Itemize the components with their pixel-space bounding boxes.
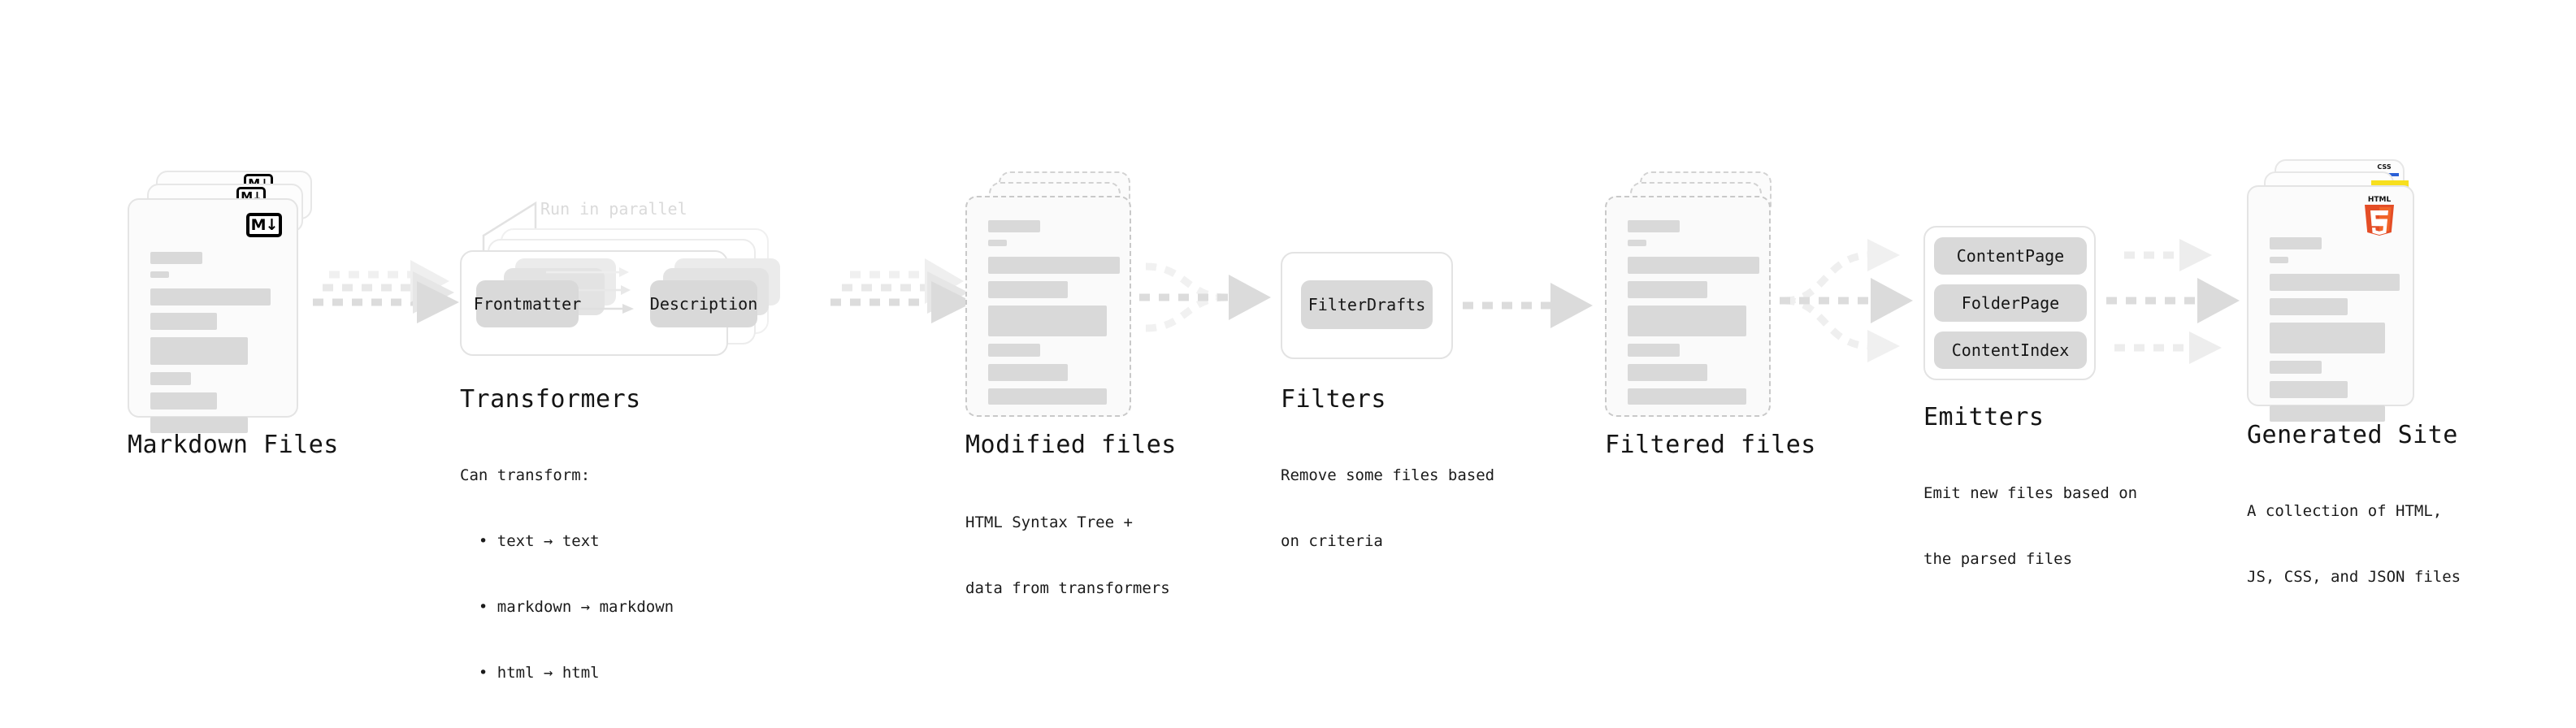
filters-title: Filters (1281, 385, 1386, 414)
content-bar (150, 288, 271, 306)
filtered-card-content (1628, 220, 1759, 412)
modified-files-subtitle: HTML Syntax Tree + data from transformer… (965, 468, 1170, 644)
content-bar (2270, 237, 2322, 249)
content-bar (988, 344, 1040, 357)
content-bar (150, 392, 217, 410)
content-bar (150, 417, 248, 433)
content-bar (150, 313, 217, 330)
emitters-title: Emitters (1923, 403, 2045, 431)
run-in-parallel-bracket (482, 201, 537, 258)
filters-subtitle: Remove some files based on criteria (1281, 421, 1494, 596)
filters-subtitle-line: Remove some files based (1281, 466, 1495, 484)
emitter-chip-contentpage[interactable]: ContentPage (1934, 237, 2087, 275)
content-bar (988, 364, 1068, 381)
emitter-chip-folderpage[interactable]: FolderPage (1934, 284, 2087, 322)
content-bar (988, 281, 1068, 298)
transformers-subtitle-line: • html → html (460, 664, 600, 682)
emitters-subtitle: Emit new files based on the parsed files (1923, 439, 2137, 614)
content-bar (2270, 298, 2348, 315)
content-bar (988, 306, 1107, 336)
connector-modified-to-filters (1139, 262, 1271, 332)
markdown-badge: M↓ (246, 213, 282, 237)
markdown-card-content (150, 252, 275, 440)
markdown-card: M↓ (128, 198, 298, 433)
content-bar (150, 271, 169, 278)
generated-site-subtitle-line: A collection of HTML, (2247, 502, 2443, 520)
html5-icon: HTML (2365, 196, 2394, 236)
svg-text:HTML: HTML (2368, 196, 2392, 204)
connector-transformers-to-modified (830, 258, 974, 323)
filter-chip-filterdrafts[interactable]: FilterDrafts (1301, 280, 1433, 329)
content-bar (1628, 220, 1680, 232)
content-bar (2270, 361, 2322, 374)
content-bar (2270, 405, 2385, 422)
content-bar (1628, 306, 1746, 336)
content-bar (1628, 281, 1707, 298)
filtered-files-title: Filtered files (1605, 431, 1816, 459)
modified-files-subtitle-line: HTML Syntax Tree + (965, 514, 1133, 531)
content-bar (1628, 257, 1759, 274)
content-bar (988, 240, 1007, 246)
transformer-chip-description[interactable]: Description (650, 280, 757, 327)
transformer-chip-frontmatter[interactable]: Frontmatter (474, 280, 581, 327)
pipeline-diagram: M↓ M↓ M↓ Markdown Files (128, 159, 2461, 682)
emitters-subtitle-line: Emit new files based on (1923, 484, 2138, 502)
transformers-subtitle-line: • text → text (460, 532, 600, 550)
generated-site-title: Generated Site (2247, 421, 2458, 449)
connector-filters-to-filtered (1463, 283, 1593, 328)
content-bar (1628, 240, 1646, 246)
content-bar (150, 252, 202, 264)
site-card: HTML (2247, 185, 2414, 422)
transformers-subtitle-line: • markdown → markdown (460, 598, 674, 616)
content-bar (1628, 344, 1680, 357)
emitters-subtitle-line: the parsed files (1923, 550, 2073, 568)
connector-emitters-to-site (2106, 239, 2240, 364)
content-bar (988, 220, 1040, 232)
content-bar (150, 337, 248, 365)
emitter-chip-contentindex[interactable]: ContentIndex (1934, 332, 2087, 369)
transformers-subtitle-line: Can transform: (460, 466, 591, 484)
transformers-title: Transformers (460, 385, 641, 414)
connector-filtered-to-emitters (1780, 239, 1913, 362)
connector-md-to-transformers (313, 260, 459, 323)
content-bar (2270, 274, 2400, 291)
content-bar (2270, 381, 2348, 398)
content-bar (2270, 257, 2288, 263)
generated-site-subtitle: A collection of HTML, JS, CSS, and JSON … (2247, 457, 2461, 632)
site-card-content (2270, 237, 2400, 429)
content-bar (1628, 388, 1746, 405)
modified-card (965, 196, 1131, 417)
generated-site-subtitle-line: JS, CSS, and JSON files (2247, 568, 2461, 586)
content-bar (150, 372, 191, 385)
modified-card-content (988, 220, 1120, 412)
markdown-files-title: Markdown Files (128, 431, 339, 459)
filtered-card (1605, 196, 1771, 417)
content-bar (988, 257, 1120, 274)
transformers-subtitle: Can transform: • text → text • markdown … (460, 421, 674, 728)
modified-files-title: Modified files (965, 431, 1177, 459)
content-bar (988, 388, 1107, 405)
content-bar (1628, 364, 1707, 381)
content-bar (2270, 323, 2385, 353)
run-in-parallel-label: Run in parallel (540, 199, 687, 219)
modified-files-subtitle-line: data from transformers (965, 579, 1170, 597)
filters-subtitle-line: on criteria (1281, 532, 1383, 550)
